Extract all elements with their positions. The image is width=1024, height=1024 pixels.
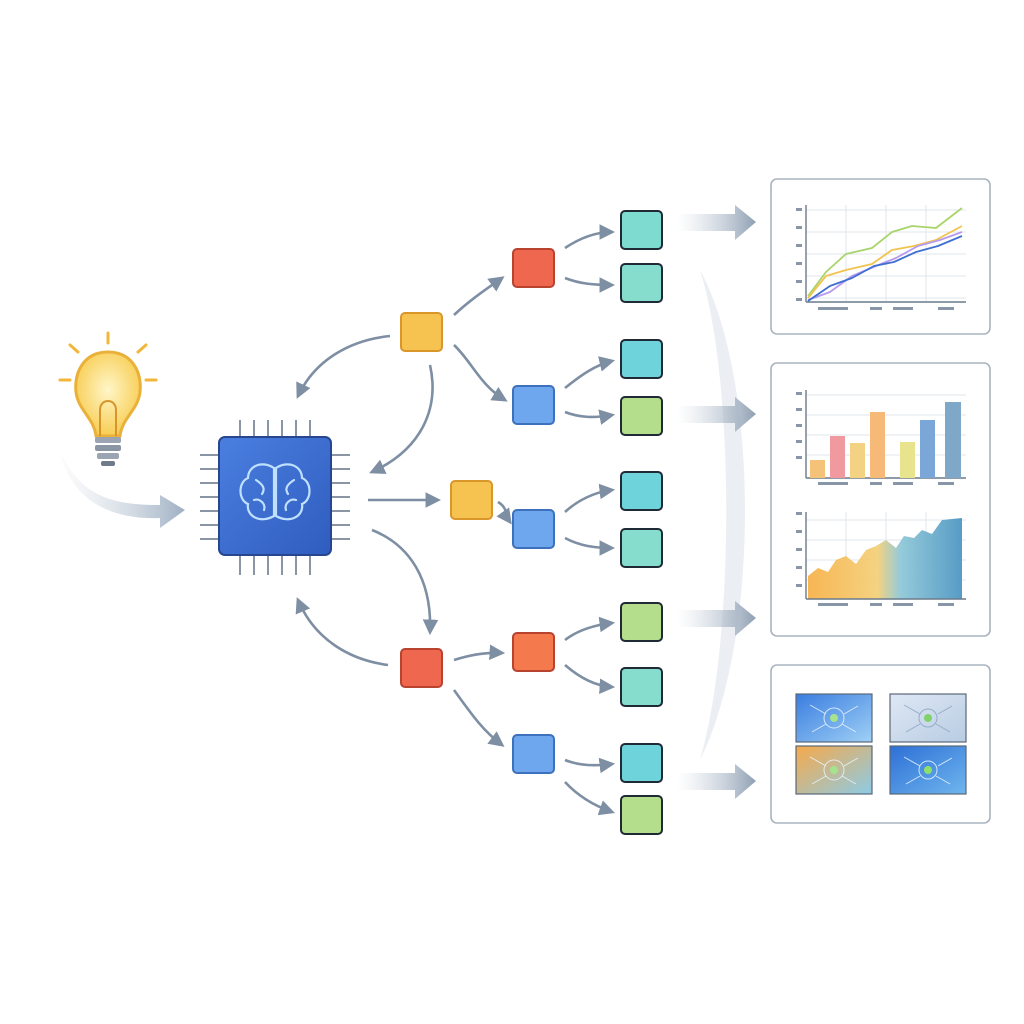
node-leaf-6	[620, 528, 663, 568]
node-level1-middle	[450, 480, 493, 520]
bar-area-panel	[770, 362, 991, 637]
node-level1-top	[400, 312, 443, 352]
node-leaf-10	[620, 795, 663, 835]
background-swoosh	[700, 270, 745, 760]
image-grid-panel	[770, 664, 991, 824]
line-chart-panel	[770, 178, 991, 335]
lightbulb-icon	[58, 331, 158, 466]
node-leaf-8	[620, 667, 663, 707]
node-leaf-2	[620, 263, 663, 303]
node-level1-bottom	[400, 648, 443, 688]
input-arrow	[60, 450, 185, 528]
node-level2-d	[512, 632, 555, 672]
brain-chip-icon	[200, 420, 350, 575]
node-leaf-9	[620, 743, 663, 783]
node-leaf-3	[620, 339, 663, 379]
node-leaf-7	[620, 602, 663, 642]
node-level2-e	[512, 734, 555, 774]
node-level2-b	[512, 385, 555, 425]
node-leaf-5	[620, 471, 663, 511]
output-arrows	[677, 205, 756, 799]
node-level2-c	[512, 509, 555, 549]
connector-arrows	[295, 224, 616, 816]
image-thumbnail	[795, 745, 873, 795]
node-leaf-4	[620, 396, 663, 436]
node-leaf-1	[620, 210, 663, 250]
node-level2-a	[512, 248, 555, 288]
